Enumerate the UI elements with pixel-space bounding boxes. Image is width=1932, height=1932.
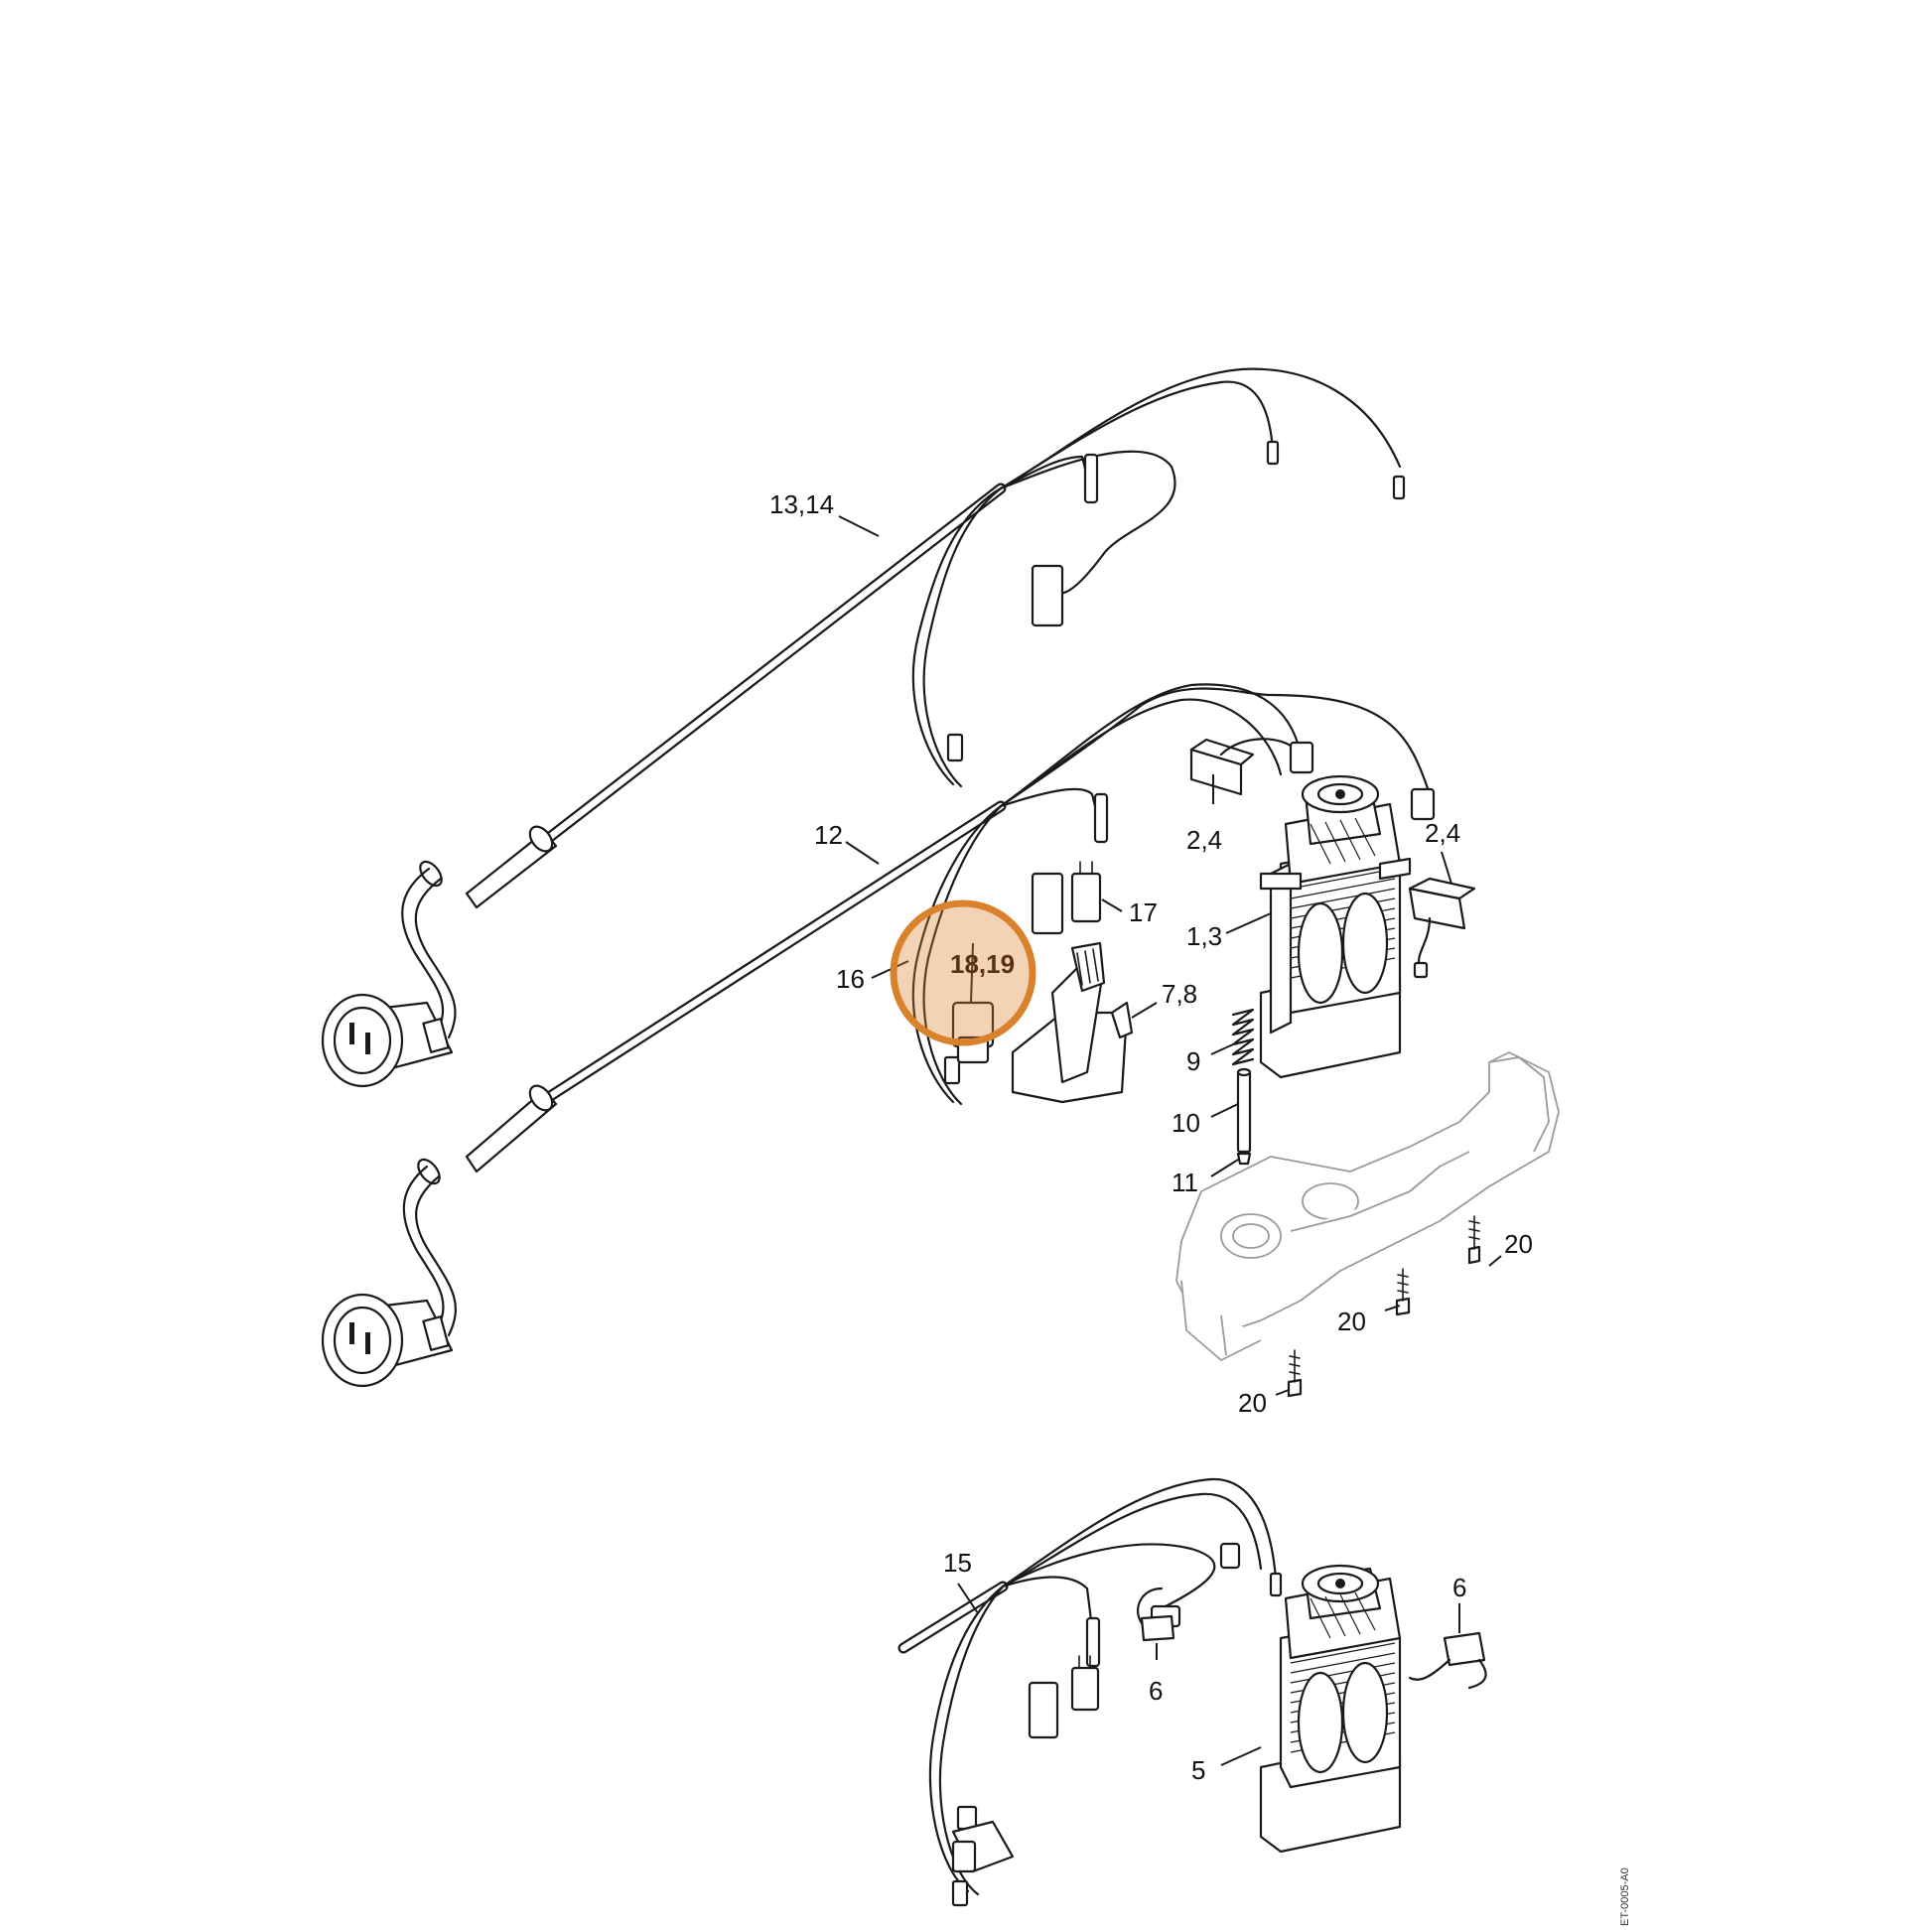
leader-lines: [838, 515, 1502, 1766]
label-7-8: 7,8: [1162, 979, 1197, 1009]
label-15: 15: [943, 1548, 972, 1578]
label-9: 9: [1186, 1046, 1200, 1076]
screw-20-c: [1287, 1349, 1303, 1398]
label-17: 17: [1129, 897, 1158, 927]
label-2-4-upper: 2,4: [1186, 825, 1222, 855]
carbon-brush-2-4-upper: [1189, 738, 1314, 796]
carbon-brush-6-right: [1408, 1631, 1487, 1690]
label-10: 10: [1172, 1108, 1200, 1138]
label-1-3: 1,3: [1186, 921, 1222, 951]
screw-20-a: [1467, 1215, 1481, 1265]
spring-9: [1231, 1008, 1255, 1066]
screw-20-b: [1395, 1268, 1411, 1316]
label-11: 11: [1172, 1168, 1198, 1197]
label-2-4-right: 2,4: [1425, 818, 1460, 848]
carbon-brush-6-left: [1136, 1587, 1175, 1642]
label-20-c: 20: [1238, 1388, 1267, 1418]
shaft-10: [1236, 1067, 1252, 1154]
carbon-brush-2-4-right: [1408, 877, 1476, 979]
motor-1-3: [1259, 774, 1412, 1079]
highlight-circle: [890, 899, 1036, 1046]
motor-5: [1259, 1564, 1402, 1854]
label-6-left: 6: [1149, 1676, 1163, 1706]
drawing-code: ET-0005-A0: [1619, 1867, 1631, 1926]
label-6-right: 6: [1452, 1573, 1466, 1602]
plug-icon: [321, 1293, 454, 1388]
label-20-b: 20: [1337, 1307, 1366, 1336]
power-cord-harness-12: [321, 683, 1436, 1388]
label-18-19: 18,19: [950, 949, 1015, 979]
power-cord-harness-13-14: [321, 367, 1406, 1088]
label-12: 12: [814, 820, 843, 850]
label-16: 16: [836, 964, 865, 994]
ring-11: [1236, 1152, 1252, 1166]
part-labels: 13,14 12 2,4 2,4 17 1,3 18,19 16 7,8 9 1…: [769, 489, 1631, 1926]
switch-housing-7-8: [1011, 941, 1134, 1104]
label-13-14: 13,14: [769, 489, 834, 519]
label-20-a: 20: [1504, 1229, 1533, 1259]
label-5: 5: [1191, 1755, 1205, 1785]
plug-icon: [321, 993, 454, 1088]
motor-housing: [1175, 1051, 1560, 1361]
switch-lower: [951, 1820, 1015, 1873]
capacitor-lower: [1028, 1655, 1100, 1739]
capacitor-17: [1070, 861, 1102, 923]
